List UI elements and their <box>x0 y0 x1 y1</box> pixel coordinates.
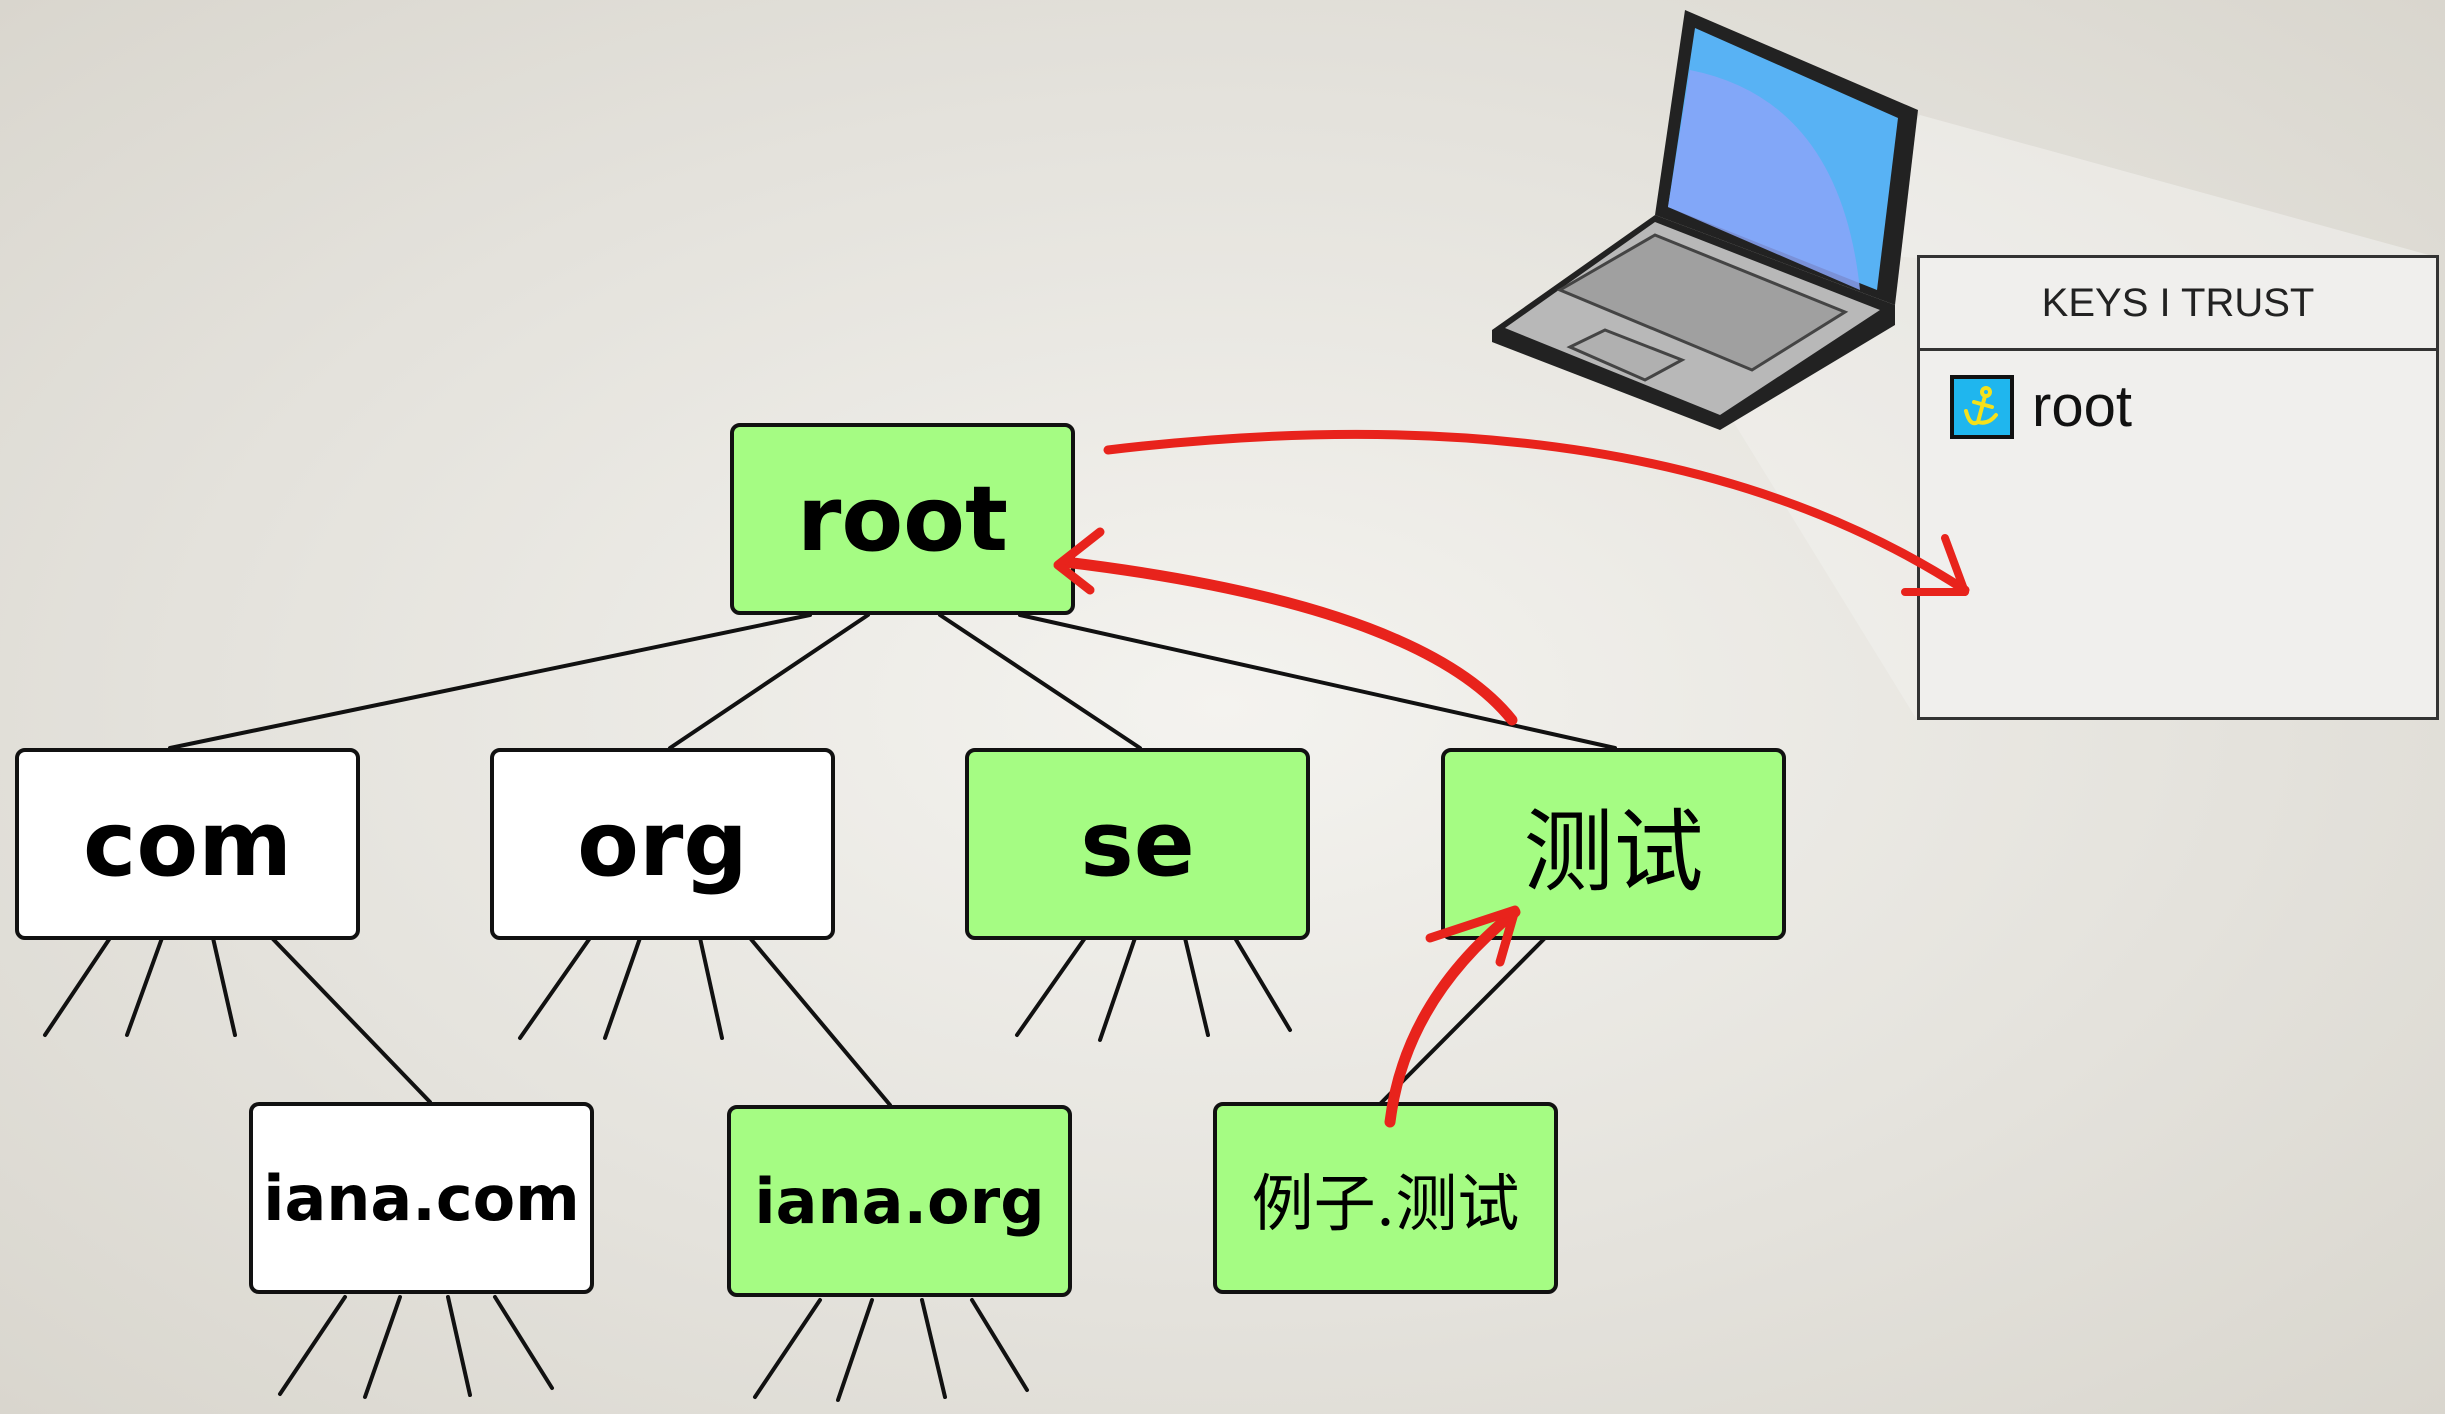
node-tld-com-label: com <box>83 791 292 897</box>
node-iana-com: iana.com <box>249 1102 594 1294</box>
node-tld-com: com <box>15 748 360 940</box>
node-iana-org: iana.org <box>727 1105 1072 1297</box>
node-tld-idn: 测试 <box>1441 748 1786 940</box>
trusted-keys-title: KEYS I TRUST <box>1920 258 2436 351</box>
node-iana-org-label: iana.org <box>754 1164 1045 1238</box>
trusted-key-label: root <box>2032 374 2132 439</box>
trusted-key-entry: root <box>1920 351 2436 440</box>
node-iana-com-label: iana.com <box>263 1161 580 1235</box>
node-example-idn: 例子.测试 <box>1213 1102 1558 1294</box>
node-root: root <box>730 423 1075 615</box>
node-root-label: root <box>796 466 1009 572</box>
node-example-idn-label: 例子.测试 <box>1251 1167 1520 1240</box>
node-tld-se-label: se <box>1080 791 1195 897</box>
anchor-icon <box>1950 374 2014 439</box>
node-tld-se: se <box>965 748 1310 940</box>
trusted-keys-panel: KEYS I TRUST root <box>1917 255 2439 720</box>
node-tld-org: org <box>490 748 835 940</box>
node-tld-idn-label: 测试 <box>1523 800 1704 905</box>
node-tld-org-label: org <box>577 791 748 897</box>
